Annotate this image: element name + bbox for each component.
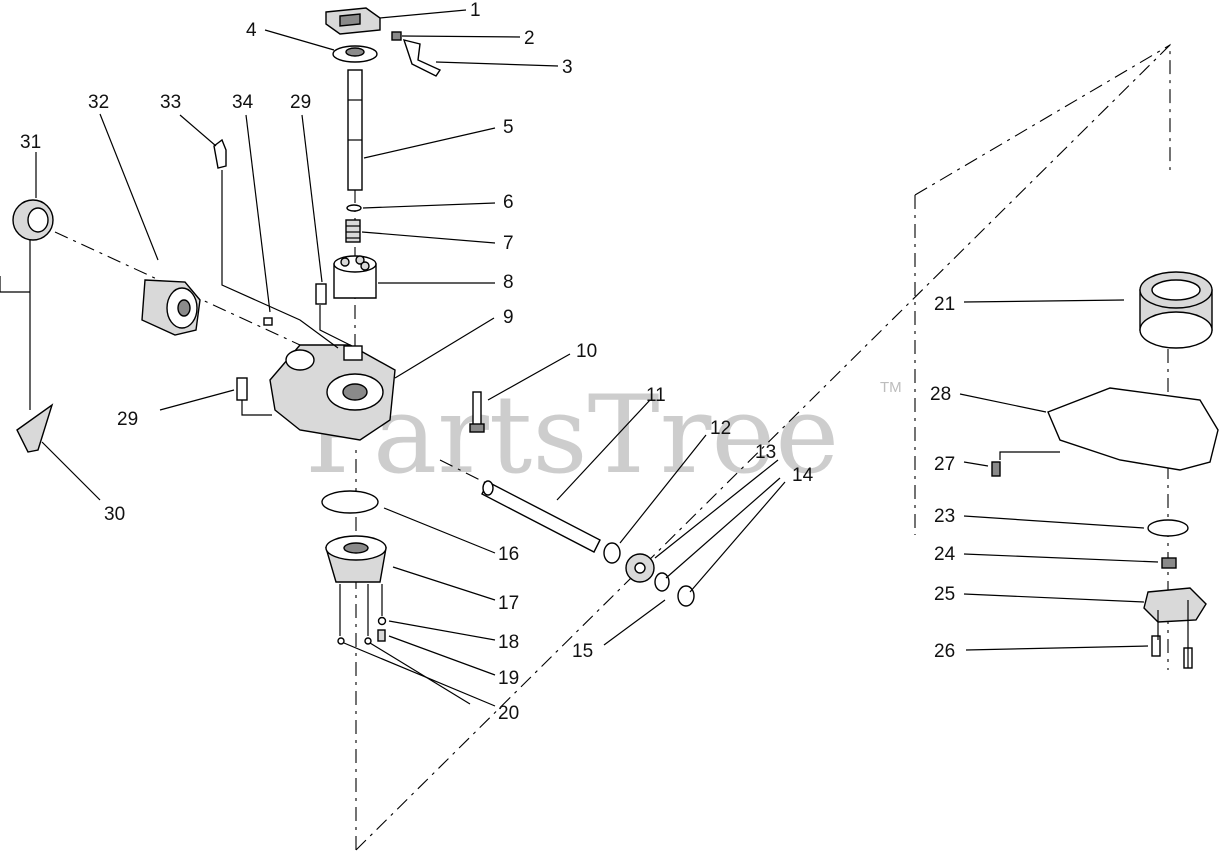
callout-5: 5 [503,117,514,138]
seal-icon [332,45,378,63]
axis-left-diagonal [54,231,301,346]
callout-6: 6 [503,192,514,213]
cover-nut-icon [1161,557,1177,569]
key-icon [263,317,273,326]
fitting-icon [213,138,227,169]
bearing-icon [12,199,54,241]
small-screw-icon [991,461,1001,477]
cover-oring-icon [1147,519,1189,537]
callout-19: 19 [498,668,519,689]
cylinder-block-icon [333,255,377,299]
plug-icon-2 [364,637,372,645]
callout-23: 23 [934,506,955,527]
callout-15: 15 [572,641,593,662]
callout-10: 10 [576,341,597,362]
washer-icon-2 [677,585,695,607]
parts [12,7,1219,669]
callout-31: 31 [20,132,41,153]
small-spring-icon [377,629,386,642]
callout-14: 14 [792,465,814,486]
control-cap-icon [325,7,381,35]
plug-icon [337,637,345,645]
callout-27: 27 [934,454,955,475]
callout-8: 8 [503,272,514,293]
watermark-brand: PartsTree [305,373,839,498]
spring-icon [345,219,361,243]
lever-icon [402,39,442,77]
cover-bolt-icon [1151,635,1161,657]
callout-labels: 1 2 3 4 5 6 7 8 9 10 11 12 13 14 15 16 1… [20,0,956,724]
callout-11: 11 [646,385,666,406]
callout-17: 17 [498,593,519,614]
callout-18: 18 [498,632,519,653]
screw-icon [469,391,485,433]
callout-1: 1 [470,0,481,21]
callout-29-top: 29 [290,92,311,113]
callout-9: 9 [503,307,514,328]
callout-2: 2 [524,28,535,49]
nut-icon [391,31,402,41]
watermark: PartsTree TM [305,373,902,498]
shaft-icon [347,69,363,191]
hydrostatic-pump-housing-icon [269,344,396,441]
watermark-tm: TM [880,379,902,396]
filter-icon [1139,271,1213,349]
callout-33: 33 [160,92,181,113]
large-oring-icon [321,490,379,514]
callout-25: 25 [934,584,955,605]
ball-icon [377,616,387,626]
pump-block-icon [141,279,201,336]
callout-29-left: 29 [117,409,138,430]
callout-16: 16 [498,544,519,565]
gear-icon [625,553,655,583]
callout-32: 32 [88,92,109,113]
leader-lines [0,9,1189,707]
callout-21: 21 [934,294,955,315]
pin-icon-2 [236,377,248,401]
cover-plate-icon [1143,587,1207,623]
callout-24: 24 [934,544,956,565]
pin-icon [315,283,327,305]
callout-34: 34 [232,92,254,113]
callout-3: 3 [562,57,573,78]
callout-26: 26 [934,641,955,662]
bracket-icon [16,403,54,453]
callout-20: 20 [498,703,519,724]
input-shaft-icon [481,480,601,553]
callout-4: 4 [246,20,257,41]
callout-13: 13 [755,442,776,463]
callout-12: 12 [710,418,731,439]
callout-7: 7 [503,233,514,254]
callout-28: 28 [930,384,951,405]
axis-top-right [914,44,1171,196]
oring-icon [346,204,362,212]
plate-icon [1047,387,1219,471]
callout-30: 30 [104,504,125,525]
end-cap-icon [325,535,387,583]
washer-icon [654,572,670,592]
ring-icon [603,542,621,564]
